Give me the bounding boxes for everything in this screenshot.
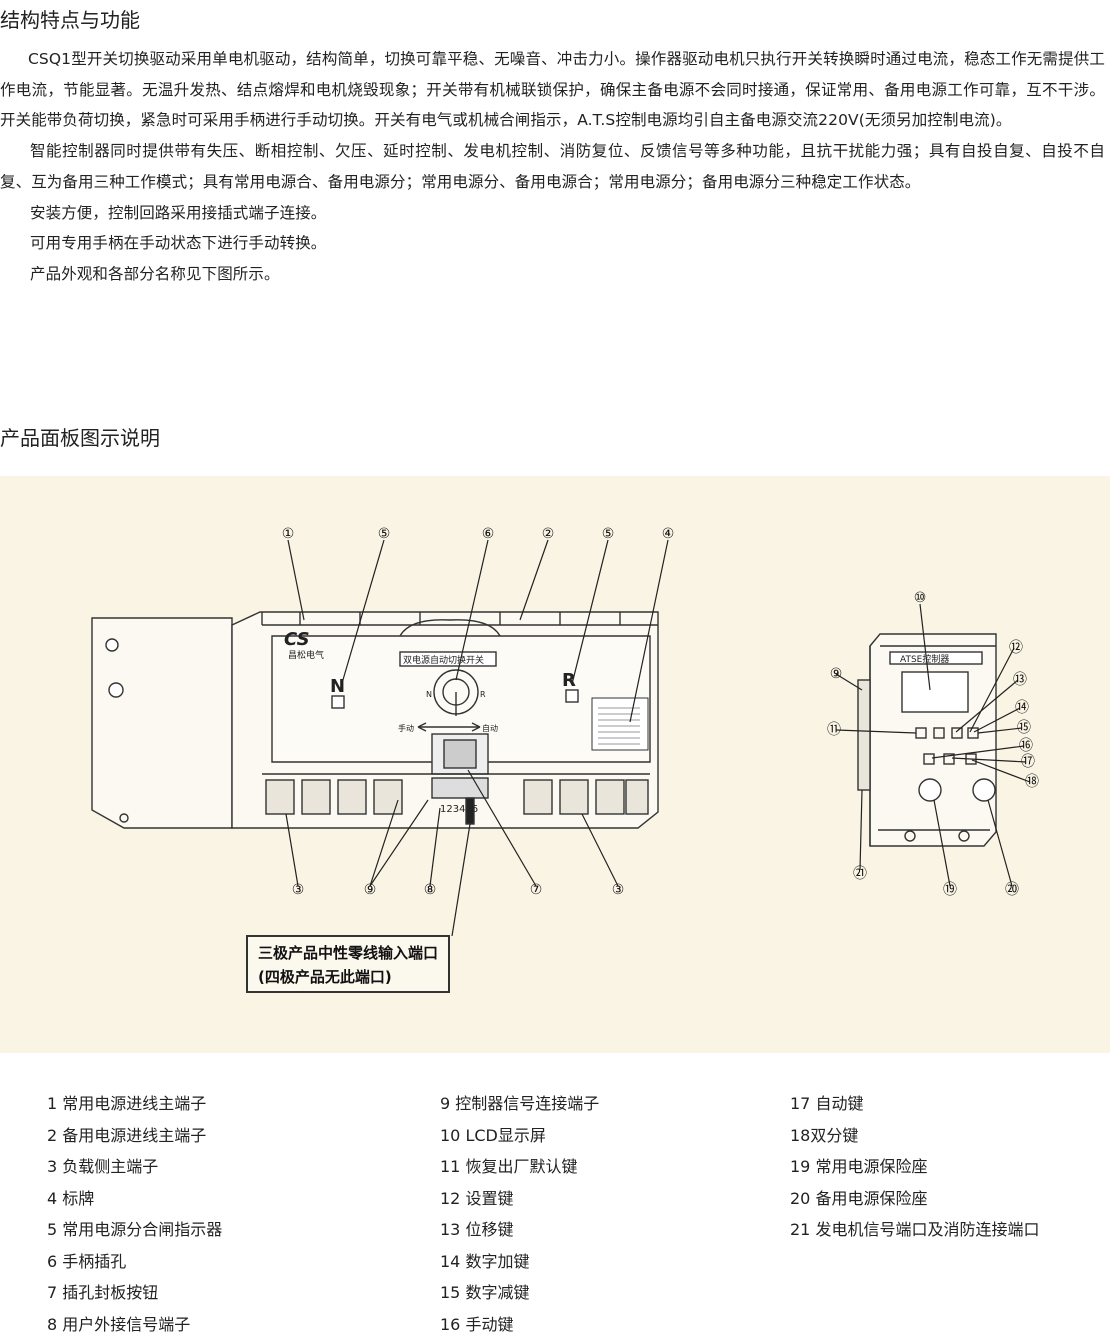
description-paragraphs: CSQ1型开关切换驱动采用单电机驱动，结构简单，切换可靠平稳、无噪音、冲击力小。… [0, 44, 1105, 290]
parts-list-column-3: 17 自动键 18双分键 19 常用电源保险座 20 备用电源保险座 21 发电… [790, 1088, 1039, 1246]
product-diagram: CS 昌松电气 双电源自动切换开关 N R N R 手动 自动 123456 A… [91, 526, 1039, 937]
callout-1: ① [282, 526, 295, 542]
callout-10: ⑩ [914, 590, 927, 606]
list-item: 20 备用电源保险座 [790, 1188, 928, 1208]
brand-name: 昌松电气 [288, 649, 324, 661]
paragraph-1: CSQ1型开关切换驱动采用单电机驱动，结构简单，切换可靠平稳、无噪音、冲击力小。… [0, 50, 1105, 130]
paragraph-4: 可用专用手柄在手动状态下进行手动转换。 [30, 234, 327, 253]
callout-13: ⑬ [1013, 672, 1027, 688]
callout-9: ⑨ [364, 882, 377, 898]
handle-r-label: R [480, 690, 486, 699]
callout-18: ⑱ [1025, 774, 1039, 790]
callout-2: ② [542, 526, 555, 542]
neutral-port-label-line1: 三极产品中性零线输入端口 [258, 944, 439, 962]
list-item: 3 负载侧主端子 [47, 1157, 159, 1176]
paragraph-2: 智能控制器同时提供带有失压、断相控制、欠压、延时控制、发电机控制、消防复位、反馈… [0, 142, 1105, 191]
parts-list-column-1: 1 常用电源进线主端子 2 备用电源进线主端子 3 负载侧主端子 4 标牌 5 … [47, 1088, 222, 1340]
callout-3a: ③ [292, 882, 305, 898]
callout-11: ⑪ [827, 722, 841, 738]
list-item: 10 LCD显示屏 [440, 1125, 546, 1145]
callout-19: ⑲ [943, 882, 957, 898]
callout-5b: ⑤ [602, 526, 615, 542]
callout-4: ④ [662, 526, 675, 542]
paragraph-3: 安装方便，控制回路采用接插式端子连接。 [30, 203, 327, 222]
callout-6: ⑥ [482, 526, 495, 542]
callout-21: ㉑ [853, 866, 867, 882]
list-item: 19 常用电源保险座 [790, 1157, 928, 1176]
callout-20: ⑳ [1005, 882, 1019, 898]
list-item: 6 手柄插孔 [47, 1251, 127, 1271]
list-item: 12 设置键 [440, 1188, 514, 1208]
callout-7: ⑦ [530, 882, 543, 898]
brand-logo: CS [284, 629, 310, 650]
parts-list-column-2: 9 控制器信号连接端子 10 LCD显示屏 11 恢复出厂默认键 12 设置键 … [440, 1088, 599, 1340]
product-diagram-panel: CS 昌松电气 双电源自动切换开关 N R N R 手动 自动 123456 A… [0, 476, 1110, 1053]
list-item: 15 数字减键 [440, 1283, 530, 1302]
list-item: 14 数字加键 [440, 1251, 530, 1271]
list-item: 5 常用电源分合闸指示器 [47, 1220, 223, 1239]
callout-3b: ③ [612, 882, 625, 898]
callout-9-controller: ⑨ [830, 666, 843, 682]
list-item: 17 自动键 [790, 1094, 864, 1113]
list-item: 7 插孔封板按钮 [47, 1283, 159, 1302]
callout-12: ⑫ [1009, 640, 1023, 656]
callout-15: ⑮ [1017, 720, 1031, 736]
neutral-port-label-line2: (四极产品无此端口) [258, 968, 392, 986]
list-item: 16 手动键 [440, 1314, 514, 1334]
callout-5a: ⑤ [378, 526, 391, 542]
callout-16: ⑯ [1019, 738, 1033, 754]
list-item: 1 常用电源进线主端子 [47, 1094, 207, 1113]
section-title-panel: 产品面板图示说明 [0, 426, 160, 450]
indicator-n-label: N [330, 676, 345, 697]
controller-title: ATSE控制器 [900, 653, 949, 665]
manual-label: 手动 [398, 723, 414, 733]
paragraph-5: 产品外观和各部分名称见下图所示。 [30, 264, 280, 283]
neutral-port-label-box: 三极产品中性零线输入端口 (四极产品无此端口) [246, 935, 450, 993]
indicator-r-label: R [562, 670, 576, 691]
section-title-structure: 结构特点与功能 [0, 8, 140, 32]
list-item: 8 用户外接信号端子 [47, 1314, 191, 1334]
callout-14: ⑭ [1015, 700, 1029, 716]
list-item: 21 发电机信号端口及消防连接端口 [790, 1220, 1040, 1239]
list-item: 2 备用电源进线主端子 [47, 1125, 207, 1145]
terminal-numbers: 123456 [440, 804, 478, 815]
callout-8: ⑧ [424, 882, 437, 898]
list-item: 18双分键 [790, 1125, 859, 1145]
list-item: 13 位移键 [440, 1220, 514, 1239]
list-item: 4 标牌 [47, 1188, 95, 1208]
switch-label: 双电源自动切换开关 [403, 654, 484, 666]
auto-label: 自动 [482, 723, 498, 733]
list-item: 9 控制器信号连接端子 [440, 1094, 600, 1113]
callout-17: ⑰ [1021, 754, 1035, 770]
handle-n-label: N [426, 690, 432, 699]
list-item: 11 恢复出厂默认键 [440, 1157, 578, 1176]
